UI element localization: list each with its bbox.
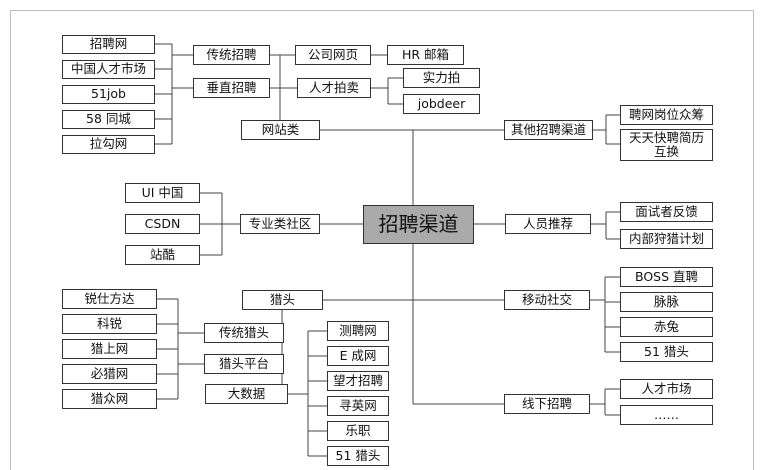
node-neibu-lielie: 内部狩猎计划	[620, 229, 713, 249]
node-zhongguorencai: 中国人才市场	[62, 60, 155, 79]
node-zhanku: 站酷	[125, 245, 200, 265]
node-zhaopinwang: 招聘网	[62, 35, 155, 54]
diagram-frame	[10, 10, 754, 470]
node-cepin: 测聘网	[327, 321, 389, 341]
node-lezhi: 乐职	[327, 421, 389, 441]
node-yidong-shejiao: 移动社交	[504, 290, 590, 310]
node-boss: BOSS 直聘	[620, 267, 713, 287]
node-rencai-shichang: 人才市场	[620, 379, 713, 399]
node-wangzhanlei: 网站类	[241, 120, 320, 140]
node-lietou-pingtai: 猎头平台	[204, 354, 284, 374]
mind-map-canvas: 招聘渠道 网站类 传统招聘 垂直招聘 招聘网 中国人才市场 51job 58 同…	[10, 10, 754, 470]
node-renyuan-tuijian: 人员推荐	[505, 214, 591, 234]
node-csdn: CSDN	[125, 214, 200, 234]
node-lietou: 猎头	[242, 290, 323, 310]
node-liezhong: 猎众网	[62, 389, 157, 409]
node-tiantian-kuaipin: 天天快聘简历 互换	[620, 129, 713, 161]
node-mianshi-fankui: 面试者反馈	[620, 202, 713, 222]
node-rencai-paimai: 人才拍卖	[297, 78, 371, 98]
node-chitu: 赤兔	[620, 317, 713, 337]
node-51lietou-bottom: 51 猎头	[327, 446, 389, 466]
node-gongsiwangye: 公司网页	[295, 45, 371, 65]
node-chuizhizhaopin: 垂直招聘	[193, 78, 270, 98]
node-jobdeer: jobdeer	[403, 94, 480, 114]
node-ellipsis: ……	[620, 405, 713, 425]
node-wangcai: 望才招聘	[327, 371, 389, 391]
node-pinwang-zhongchou: 聘网岗位众筹	[620, 105, 713, 125]
node-dashuju: 大数据	[205, 384, 288, 404]
node-xunying: 寻英网	[327, 396, 389, 416]
node-kerui: 科锐	[62, 314, 157, 334]
node-shilipai: 实力拍	[403, 68, 480, 88]
node-ui-zhongguo: UI 中国	[125, 183, 200, 203]
node-51lietou-right: 51 猎头	[620, 342, 713, 362]
node-58: 58 同城	[62, 110, 155, 129]
node-echeng: E 成网	[327, 346, 389, 366]
central-node: 招聘渠道	[363, 205, 474, 244]
node-xianxia-zhaopin: 线下招聘	[504, 394, 590, 414]
connector-lines	[155, 43, 620, 457]
node-bilie: 必猎网	[62, 364, 157, 384]
node-qita-qudao: 其他招聘渠道	[504, 120, 593, 140]
node-chuantong-lietou: 传统猎头	[204, 323, 284, 343]
node-maimai: 脉脉	[620, 292, 713, 312]
node-lieshang: 猎上网	[62, 339, 157, 359]
node-51job: 51job	[62, 85, 155, 104]
node-chuantongzhaopin: 传统招聘	[193, 45, 270, 65]
node-ruishi: 锐仕方达	[62, 289, 157, 309]
node-lagou: 拉勾网	[62, 135, 155, 154]
node-hr-youxiang: HR 邮箱	[387, 45, 464, 65]
node-zhuanye-shequ: 专业类社区	[240, 214, 320, 234]
